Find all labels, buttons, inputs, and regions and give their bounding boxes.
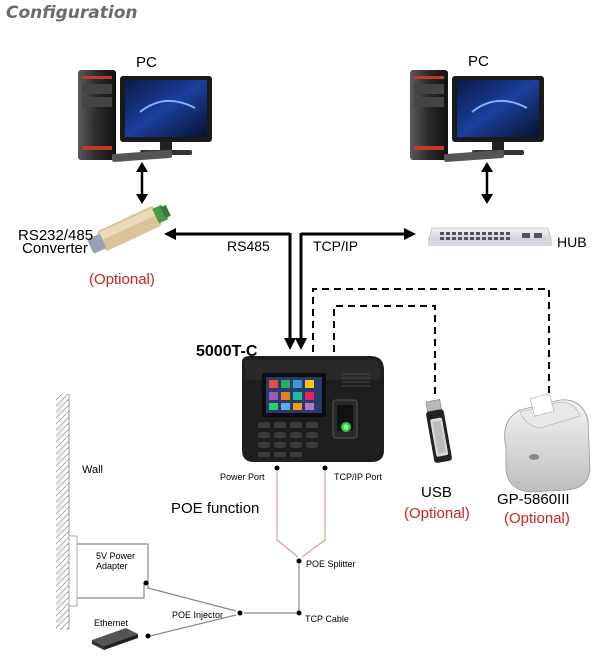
poe-splitter-dot [296,558,302,564]
hub-label: HUB [557,234,587,250]
power-port-label: Power Port [220,472,265,482]
printer-optional: (Optional) [504,510,570,527]
usb-label: USB [421,484,452,501]
tcp-cable-dot [296,610,302,616]
arrow-pc-converter [136,162,148,204]
printer-dashed-link [312,288,550,396]
tcpip-port-dot [322,465,328,471]
pc-left-label: PC [136,54,157,71]
usb-dashed-link [333,305,436,398]
poe-function-label: POE function [171,500,260,517]
power-adapter-line1: 5V Power [96,551,136,561]
device-model-label: 5000T-C [196,343,258,360]
power-port-dot [274,465,280,471]
wall-label: Wall [82,464,103,476]
power-adapter-line2: Adapter [96,561,128,571]
converter-optional: (Optional) [89,271,155,288]
converter-label: RS232/485 Converter [18,227,94,257]
printer-label: GP-5860III [497,491,570,508]
rs485-link [164,228,296,350]
converter-label-line1: RS232/485 [18,227,94,244]
tcpip-port-label: TCP/IP Port [334,472,382,482]
pc-left-icon [78,70,212,162]
ethernet-dot [145,633,151,639]
printer-icon [504,393,591,493]
ethernet-label: Ethernet [94,618,129,628]
tcp-cable-label: TCP Cable [305,614,349,624]
pc-right-label: PC [468,53,489,70]
grey-cables [74,543,300,637]
page-title: Configuration [6,3,138,23]
adapter-dot [143,580,149,586]
poe-splitter-label: POE Splitter [306,559,356,569]
device-5000t-c-icon [242,356,384,462]
converter-label-line2: Converter [22,240,88,257]
power-adapter-label: 5V Power Adapter [96,551,135,571]
usb-optional: (Optional) [404,505,470,522]
ethernet-icon [92,628,138,650]
injector-dot [237,610,243,616]
tcpip-link [295,228,416,350]
wall-icon [56,394,78,630]
rs485-label: RS485 [227,238,270,254]
pc-right-icon [410,70,544,162]
arrow-pc-hub [481,162,493,204]
poe-cables [276,471,326,558]
rs232-converter-icon [87,204,171,254]
usb-drive-icon [425,399,452,463]
tcpip-label: TCP/IP [313,238,359,254]
poe-injector-label: POE Injector [172,610,224,620]
hub-icon [427,227,553,246]
